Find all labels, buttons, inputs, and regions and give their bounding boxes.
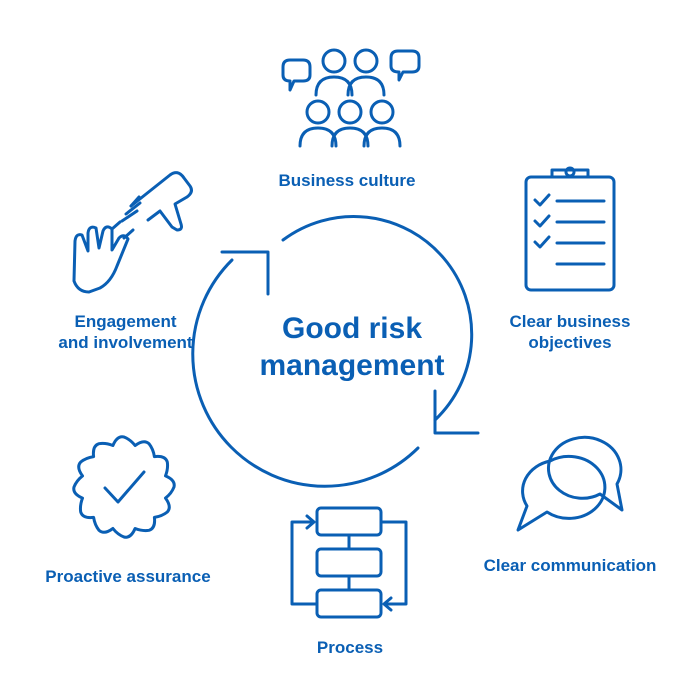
label-clear-business-objectives: Clear business objectives bbox=[480, 311, 660, 353]
label-clear-communication: Clear communication bbox=[483, 556, 657, 575]
people-group-icon bbox=[281, 48, 421, 148]
center-title-line2: management bbox=[259, 349, 445, 382]
label-business-culture: Business culture bbox=[278, 171, 416, 190]
cycle-arrows bbox=[191, 215, 480, 488]
label-engagement-and-involvement: Engagement and involvement bbox=[38, 311, 213, 353]
label-clear-business-objectives-line1: Clear business bbox=[509, 312, 631, 331]
label-engagement-line1: Engagement bbox=[74, 312, 177, 331]
center-title: Good risk management bbox=[229, 310, 475, 384]
label-clear-business-objectives-line2: objectives bbox=[528, 333, 612, 352]
badge-check-icon bbox=[72, 435, 176, 539]
label-process: Process bbox=[316, 638, 384, 657]
clipboard-checklist-icon bbox=[524, 166, 616, 292]
center-title-line1: Good risk bbox=[281, 312, 423, 345]
speech-bubbles-icon bbox=[516, 435, 624, 532]
hands-icon bbox=[72, 171, 193, 294]
label-proactive-assurance: Proactive assurance bbox=[45, 567, 211, 586]
label-engagement-line2: and involvement bbox=[58, 333, 193, 352]
process-flow-icon bbox=[290, 506, 408, 619]
